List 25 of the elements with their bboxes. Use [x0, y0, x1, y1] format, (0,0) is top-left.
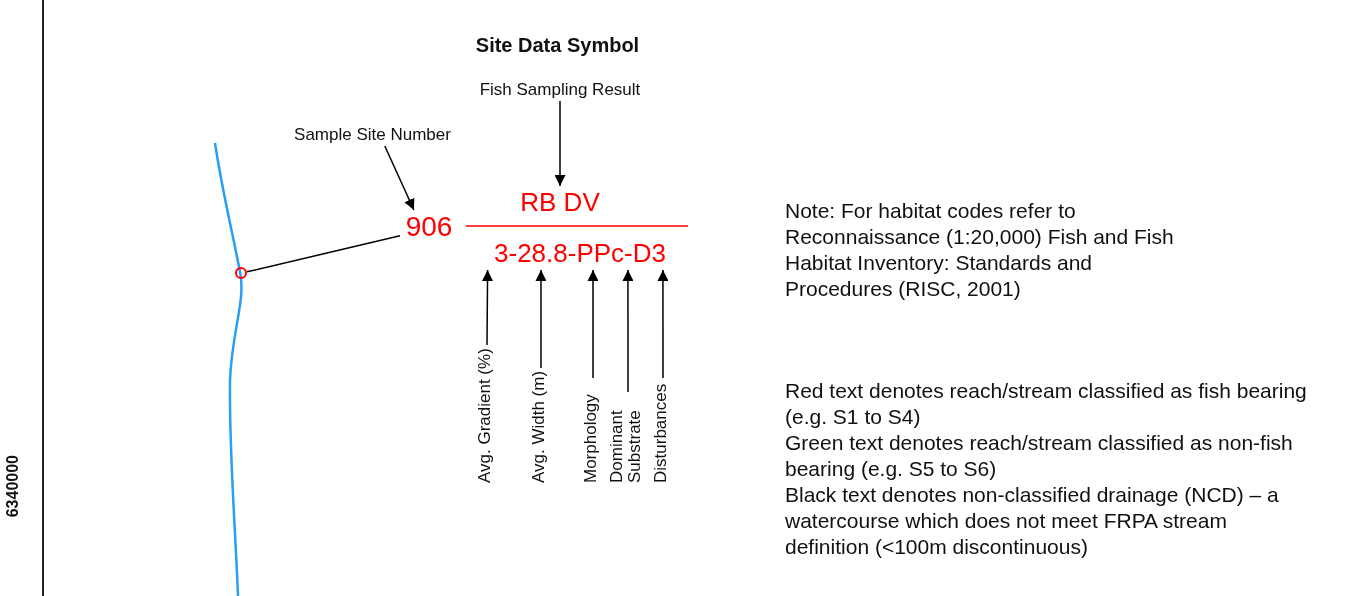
arrow [482, 269, 493, 346]
note-text: Green text denotes reach/stream classified as non-fish bearing (e.g. S5 to S6) [785, 430, 1294, 482]
site-number: 906 [400, 210, 458, 244]
coordinate-label: 6340000 [5, 455, 22, 518]
arrow [535, 269, 547, 369]
note-text: Black text denotes non-classified drainage (NCD) – a watercourse which does not meet FRPA stream definition (<100m discontinuous) [785, 482, 1280, 560]
arrow [657, 269, 669, 379]
callout-text: Avg. Gradient (%) [476, 345, 498, 483]
callout-text: Morphology [582, 378, 604, 483]
callout-text: Fish Sampling Result [455, 79, 665, 101]
callout-text: Disturbances [652, 378, 674, 483]
note-text: Red text denotes reach/stream classified as fish bearing (e.g. S1 to S4) [785, 378, 1308, 430]
fish-code: RB DV [505, 186, 615, 218]
arrow [384, 145, 415, 211]
callout-text: Avg. Width (m) [530, 368, 552, 483]
arrow [587, 269, 599, 379]
leader-line [246, 235, 401, 273]
callout-text: Dominant Substrate [608, 392, 648, 483]
arrow [622, 269, 634, 393]
site-marker [235, 267, 247, 279]
habitat-code: 3-28.8-PPc-D3 [470, 236, 690, 270]
title: Site Data Symbol [474, 34, 641, 57]
callout-text: Sample Site Number [270, 124, 475, 146]
arrow [554, 100, 566, 187]
note-text: Note: For habitat codes refer to Reconnaissance (1:20,000) Fish and Fish Habitat Inventory: Standards and Procedures (RISC, 2001) [785, 198, 1175, 302]
